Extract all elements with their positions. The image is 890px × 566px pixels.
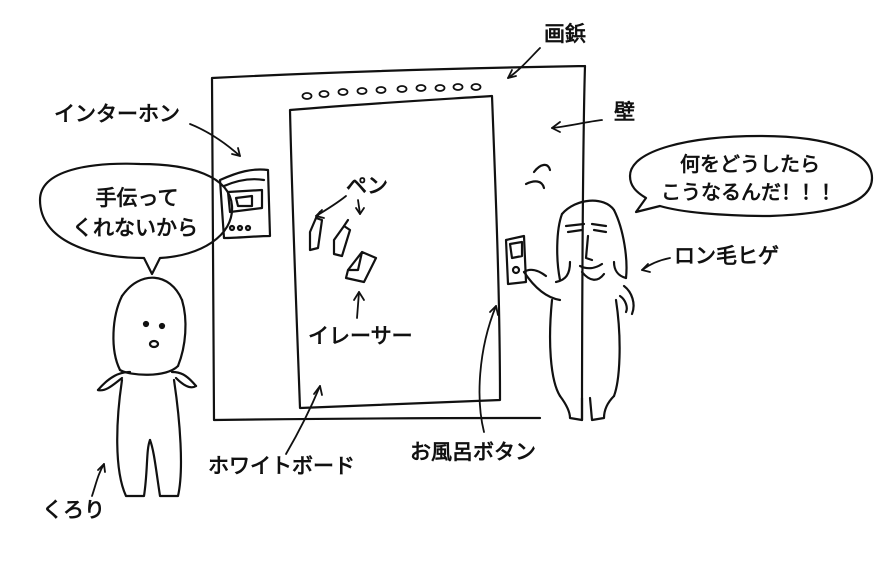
eraser-label: イレーサー	[308, 324, 413, 348]
left-bubble-line1: 手伝って	[95, 186, 179, 210]
eraser-drawing	[344, 250, 378, 284]
right-bubble-line1: 何をどうしたら	[680, 152, 820, 176]
right-bubble-line2: こうなるんだ！！！	[661, 180, 841, 204]
longhair-label: ロン毛ヒゲ	[674, 244, 779, 268]
thumbtacks	[301, 83, 482, 100]
left-bubble-shape	[38, 162, 234, 276]
wall-label: 壁	[614, 100, 635, 124]
bath-button-panel	[504, 234, 528, 286]
thumbtack-label: 画鋲	[544, 22, 586, 46]
annotation-arrows	[91, 47, 671, 497]
pen-label: ペン	[346, 174, 388, 198]
bath-button-label: お風呂ボタン	[410, 440, 536, 464]
whiteboard-outline	[288, 94, 502, 410]
left-bubble-line2: くれないから	[72, 216, 198, 240]
interphone-drawing	[218, 168, 272, 240]
right-bubble-shape	[628, 134, 874, 218]
pen-drawings	[308, 210, 352, 258]
kurori-figure	[96, 276, 198, 498]
longhair-figure	[522, 163, 635, 422]
interphone-label: インターホン	[54, 102, 180, 126]
wall-outline	[210, 64, 587, 422]
kurori-label: くろり	[42, 498, 105, 522]
whiteboard-label: ホワイトボード	[208, 454, 355, 478]
